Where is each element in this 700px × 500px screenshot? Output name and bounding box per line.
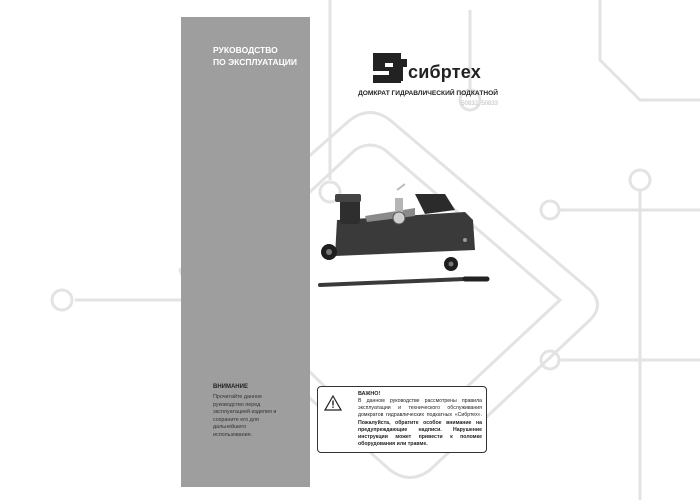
warning-text-bold: Пожалуйста, обратите особое внимание на … [358, 419, 482, 448]
manual-title: РУКОВОДСТВО ПО ЭКСПЛУАТАЦИИ [213, 44, 308, 68]
product-title: ДОМКРАТ ГИДРАВЛИЧЕСКИЙ ПОДКАТНОЙ [358, 90, 498, 97]
warning-triangle-icon [324, 395, 342, 411]
floor-jack-illustration [318, 183, 490, 287]
attention-heading: ВНИМАНИЕ [213, 384, 248, 390]
cover-sidebar: РУКОВОДСТВО ПО ЭКСПЛУАТАЦИИ ВНИМАНИЕ Про… [181, 17, 310, 487]
warning-text-regular: В данном руководстве рассмотрены правила… [358, 398, 482, 419]
manual-cover: РУКОВОДСТВО ПО ЭКСПЛУАТАЦИИ ВНИМАНИЕ Про… [181, 17, 498, 487]
manual-title-line-2: ПО ЭКСПЛУАТАЦИИ [213, 57, 298, 67]
brand-logo-icon [373, 53, 407, 83]
product-codes: 50832, 50833 [461, 101, 498, 107]
attention-text: Прочитайте данное руководство перед эксп… [213, 394, 277, 438]
warning-heading: ВАЖНО! [358, 391, 381, 397]
warning-text: В данном руководстве рассмотрены правила… [358, 398, 482, 448]
warning-box: ВАЖНО! В данном руководстве рассмотрены … [317, 386, 487, 453]
brand-name: сибртех [408, 62, 481, 82]
manual-title-line-1: РУКОВОДСТВО [213, 45, 278, 55]
